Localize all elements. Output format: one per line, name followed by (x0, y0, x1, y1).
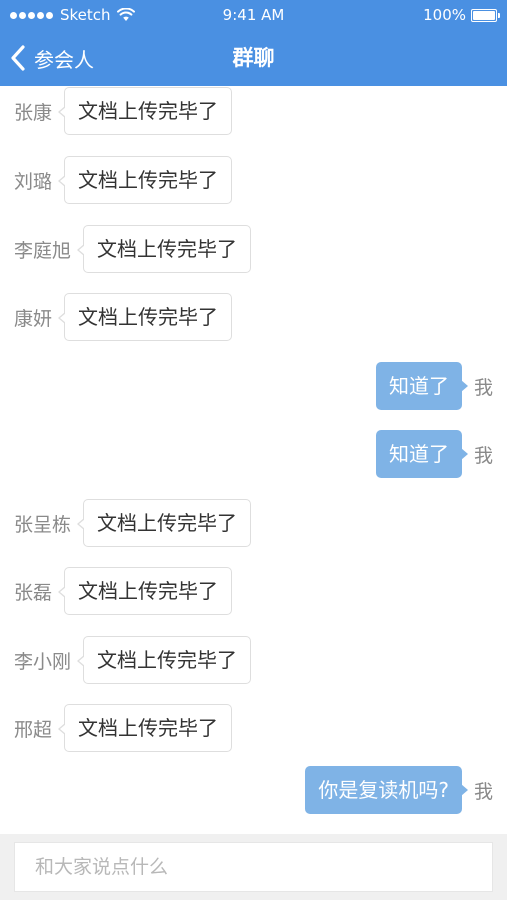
message-bubble[interactable]: 文档上传完毕了 (77, 225, 252, 273)
message-input[interactable] (14, 842, 493, 892)
status-left: Sketch (10, 0, 135, 30)
message-bubble[interactable]: 文档上传完毕了 (58, 156, 233, 204)
message-bubble[interactable]: 文档上传完毕了 (58, 293, 233, 341)
status-time: 9:41 AM (222, 6, 285, 24)
battery-percentage: 100% (423, 6, 466, 24)
back-button-label: 参会人 (34, 47, 94, 72)
message-row: 李小刚 文档上传完毕了 (14, 636, 252, 684)
sender-name-self: 我 (473, 376, 493, 399)
sender-name: 张康 (14, 101, 53, 124)
message-row: 张呈栋 文档上传完毕了 (14, 499, 252, 547)
message-row: 刘璐 文档上传完毕了 (14, 156, 233, 204)
message-bubble[interactable]: 文档上传完毕了 (58, 87, 233, 135)
back-button[interactable]: 参会人 (10, 38, 94, 78)
message-row: 邢超 文档上传完毕了 (14, 704, 233, 752)
sender-name: 刘璐 (14, 170, 53, 193)
sender-name: 邢超 (14, 718, 53, 741)
page-title: 群聊 (232, 46, 275, 70)
message-bubble[interactable]: 文档上传完毕了 (77, 499, 252, 547)
sender-name: 康妍 (14, 307, 53, 330)
battery-icon (471, 8, 500, 22)
message-bubble-self[interactable]: 你是复读机吗? (305, 766, 468, 814)
sender-name: 李小刚 (14, 650, 72, 673)
message-bubble-self[interactable]: 知道了 (375, 362, 468, 410)
message-bubble[interactable]: 文档上传完毕了 (77, 636, 252, 684)
carrier-name: Sketch (60, 6, 111, 24)
message-bubble-self[interactable]: 知道了 (375, 430, 468, 478)
message-bubble[interactable]: 文档上传完毕了 (58, 567, 233, 615)
signal-strength-icon (10, 11, 55, 19)
wifi-icon (116, 8, 135, 21)
message-row: 张磊 文档上传完毕了 (14, 567, 233, 615)
message-row: 李庭旭 文档上传完毕了 (14, 225, 252, 273)
message-row-self: 知道了 我 (375, 430, 493, 478)
sender-name: 张呈栋 (14, 513, 72, 536)
message-row: 康妍 文档上传完毕了 (14, 293, 233, 341)
message-row: 张康 文档上传完毕了 (14, 87, 233, 135)
message-bubble[interactable]: 文档上传完毕了 (58, 704, 233, 752)
sender-name: 李庭旭 (14, 239, 72, 262)
navigation-bar: 群聊 参会人 (0, 30, 507, 86)
sender-name-self: 我 (473, 444, 493, 467)
status-right: 100% (423, 0, 500, 30)
composer-bar (0, 834, 507, 900)
status-bar: Sketch 9:41 AM 100% (0, 0, 507, 30)
chevron-left-icon (11, 45, 25, 71)
app-header: Sketch 9:41 AM 100% 群聊 参会人 (0, 0, 507, 86)
message-row-self: 你是复读机吗? 我 (305, 766, 493, 814)
sender-name: 张磊 (14, 581, 53, 604)
message-row-self: 知道了 我 (375, 362, 493, 410)
sender-name-self: 我 (473, 780, 493, 803)
message-list[interactable]: 张康 文档上传完毕了 刘璐 文档上传完毕了 李庭旭 文档上传完毕了 康妍 文档上… (0, 86, 507, 834)
